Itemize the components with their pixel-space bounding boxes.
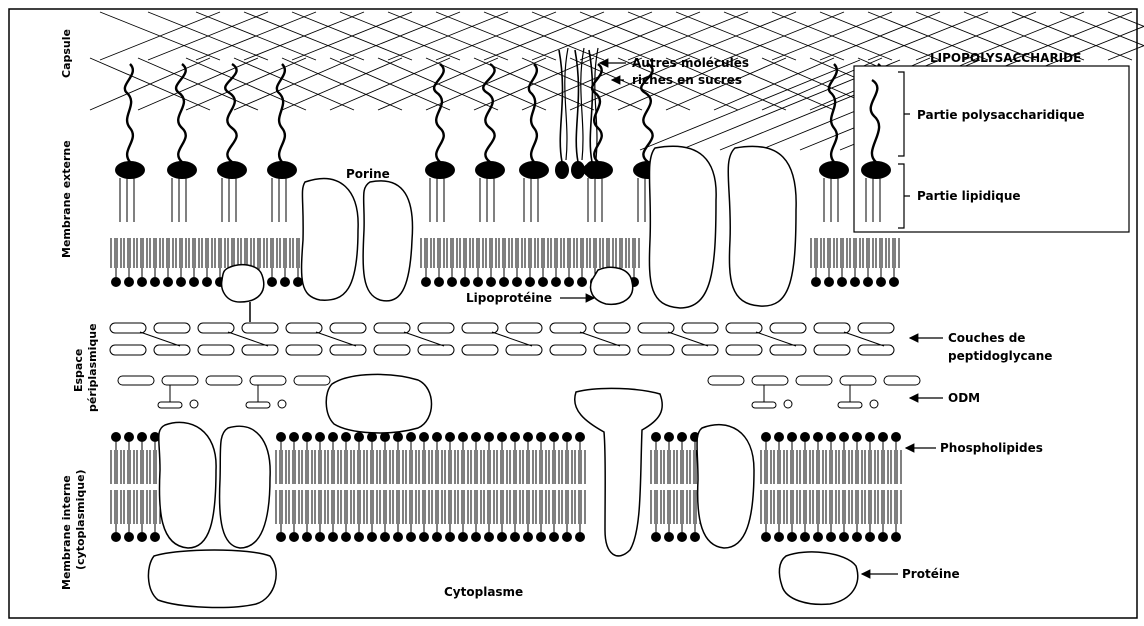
label-lipid-part: Partie lipidique (917, 189, 1021, 203)
membrane-protein (697, 425, 754, 548)
lipoprotein-left (222, 265, 264, 302)
label-capsule: Capsule (60, 29, 73, 78)
porin (363, 181, 412, 301)
label-peptidoglycan-2: peptidoglycane (948, 349, 1052, 363)
label-lipopolysaccharide: LIPOPOLYSACCHARIDE (930, 51, 1081, 65)
label-protein: Protéine (902, 567, 960, 581)
label-porin: Porine (346, 167, 390, 181)
label-other-molecules-2: riches en sucres (632, 73, 742, 87)
porin (302, 179, 359, 301)
label-cytoplasm: Cytoplasme (444, 585, 523, 599)
lipoprotein-right (591, 267, 633, 304)
label-periplasmic-2: périplasmique (86, 323, 99, 412)
membrane-protein (220, 426, 271, 548)
label-polysaccharide-part: Partie polysaccharidique (917, 108, 1085, 122)
porin (649, 146, 716, 308)
label-odm: ODM (948, 391, 980, 405)
cytoplasmic-protein (148, 550, 276, 607)
porin (728, 146, 796, 306)
periplasmic-protein (326, 374, 431, 433)
label-other-molecules-1: Autres molécules (632, 56, 749, 70)
label-inner-membrane-1: Membrane interne (60, 475, 73, 590)
label-inner-membrane-2: (cytoplasmique) (74, 469, 87, 570)
membrane-protein (159, 422, 216, 548)
label-lipoprotein: Lipoprotéine (466, 291, 552, 305)
label-peptidoglycan-1: Couches de (948, 331, 1025, 345)
label-periplasmic-1: Espace (72, 349, 85, 392)
label-outer-membrane: Membrane externe (60, 140, 73, 258)
lps-legend-box (854, 66, 1129, 232)
label-phospholipids: Phospholipides (940, 441, 1043, 455)
cytoplasmic-protein (779, 552, 857, 604)
